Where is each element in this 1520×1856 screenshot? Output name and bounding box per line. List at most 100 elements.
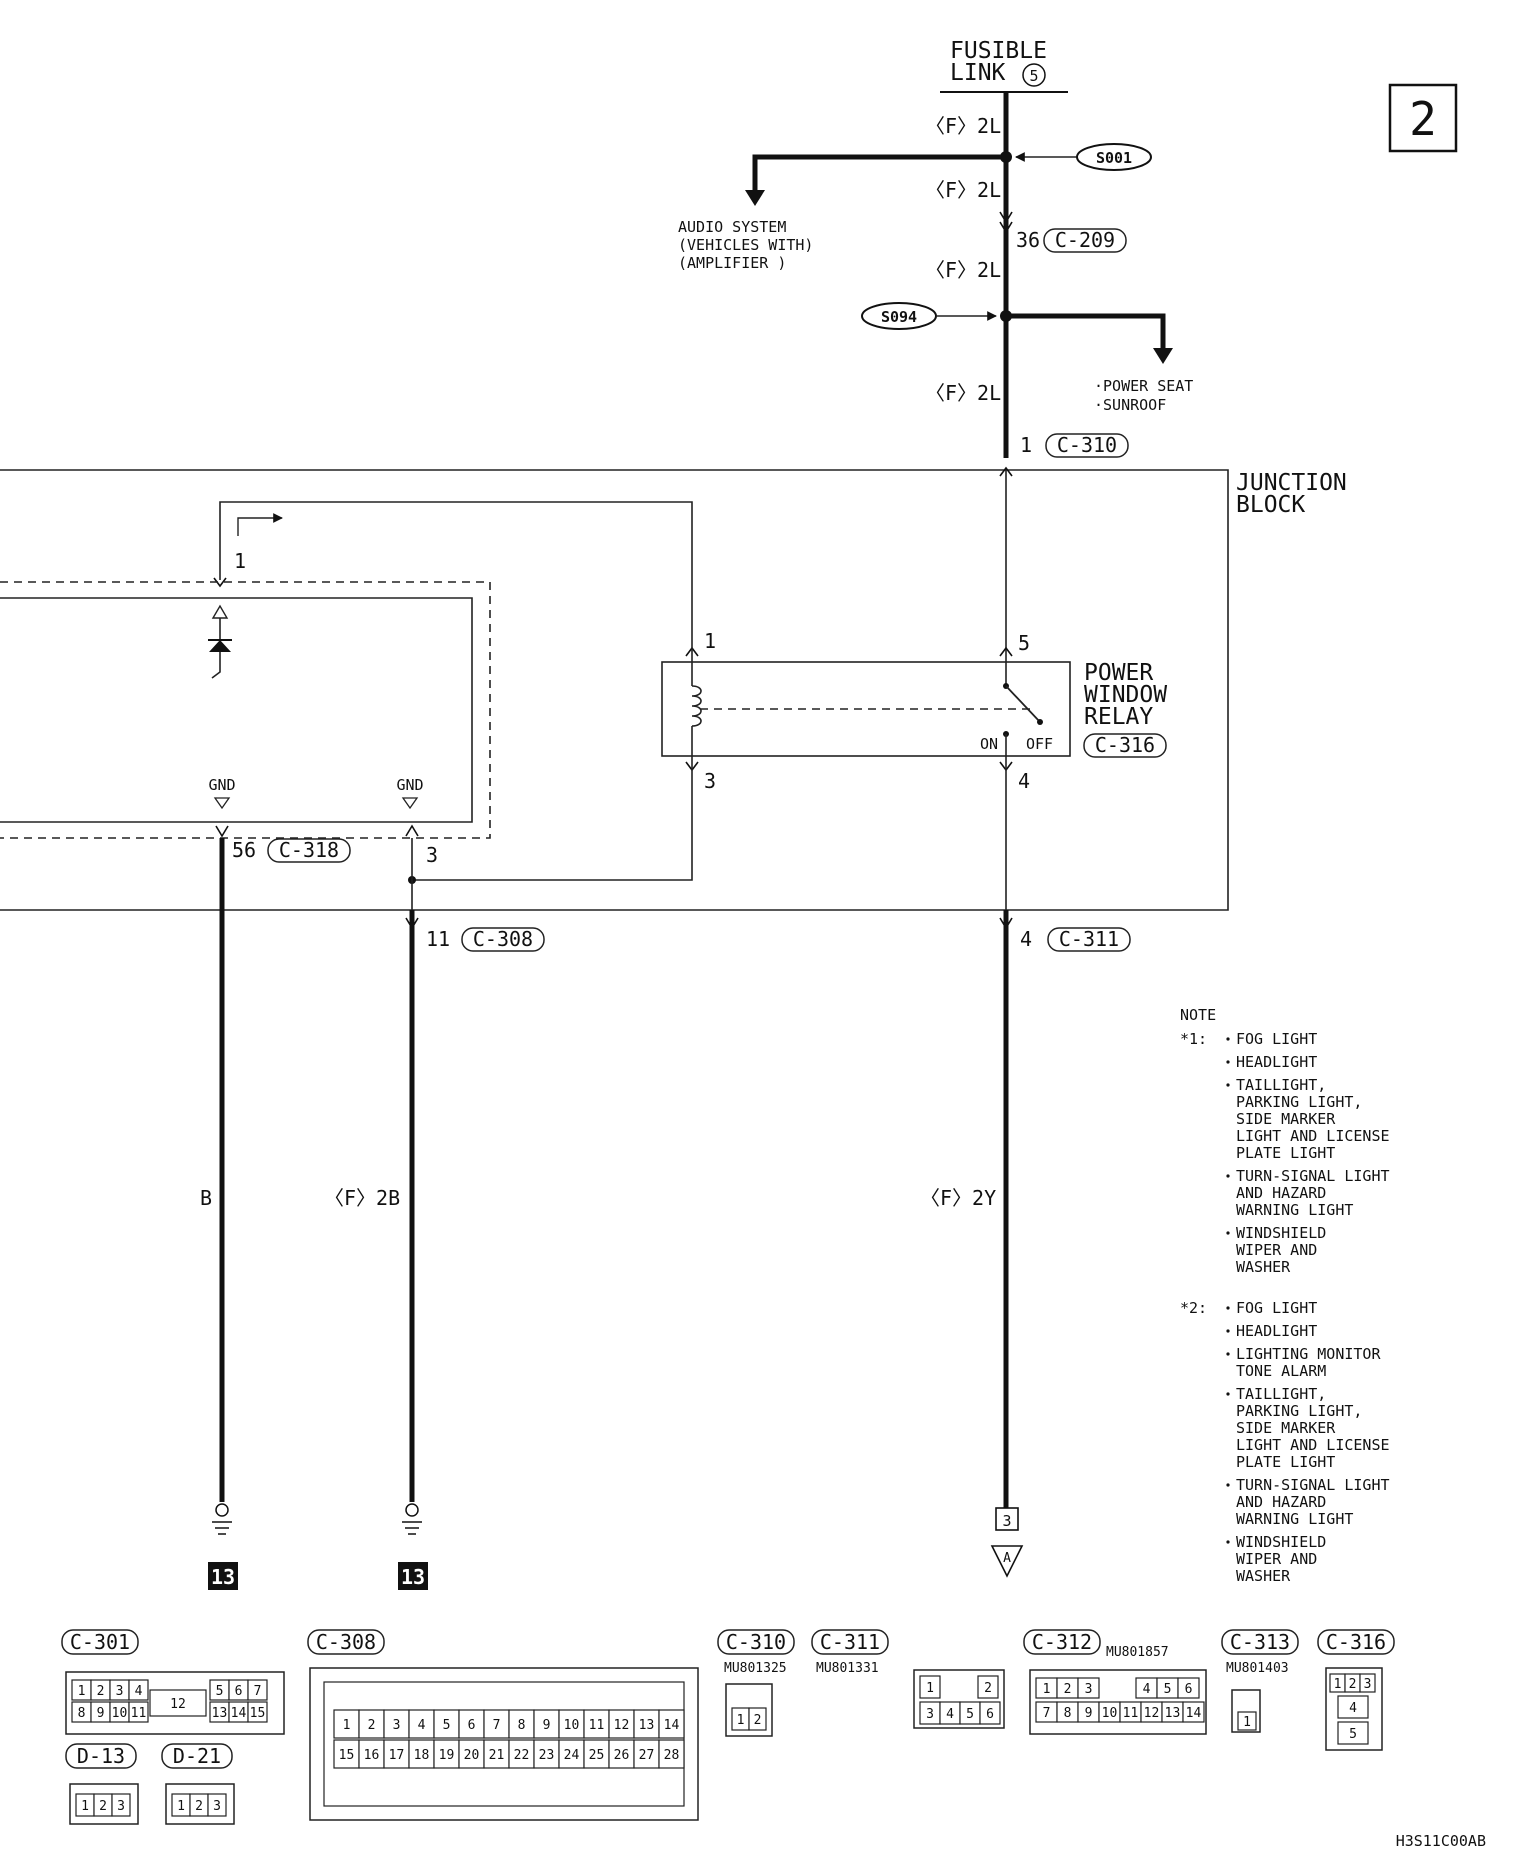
note-item: WARNING LIGHT <box>1236 1201 1353 1219</box>
d21-title-pill <box>161 1743 233 1769</box>
c316-pin-3-cell <box>1359 1673 1376 1693</box>
c308-pin-2-cell <box>358 1709 385 1739</box>
c308-pin-20: 20 <box>464 1748 480 1763</box>
c316-title-pill <box>1317 1629 1395 1655</box>
c311-pin-2: 2 <box>984 1681 992 1696</box>
note-bullet <box>1226 1060 1230 1064</box>
note-bullet <box>1226 1083 1230 1087</box>
note-item: HEADLIGHT <box>1236 1053 1317 1071</box>
c312-pin-3-cell <box>1077 1677 1100 1699</box>
c311-pin-2-cell <box>977 1675 999 1699</box>
fusible-link-label: FUSIBLE <box>950 38 1047 64</box>
c308-pin-18-cell <box>408 1739 435 1769</box>
note-item: TONE ALARM <box>1236 1362 1326 1380</box>
c308-pin-27-cell <box>633 1739 660 1769</box>
c308-pin-20-cell <box>458 1739 485 1769</box>
c318-pill <box>267 838 351 863</box>
wire-color-f2y: 〈F〉2Y <box>920 1186 996 1210</box>
c308-pin-4-cell <box>408 1709 435 1739</box>
fusible-link-label-2: LINK <box>950 60 1006 86</box>
relay-conn-label: C-316 <box>1095 733 1155 757</box>
c311-pin-6-cell <box>979 1701 1001 1725</box>
ground-point-right <box>405 1503 419 1517</box>
note-item: SIDE MARKER <box>1236 1110 1336 1128</box>
note-item: WARNING LIGHT <box>1236 1510 1353 1528</box>
c308-label: C-308 <box>473 927 533 951</box>
c316-housing <box>1325 1667 1383 1751</box>
c308-pin-3-cell <box>383 1709 410 1739</box>
d13-pin-3: 3 <box>117 1799 125 1814</box>
note-item: WASHER <box>1236 1258 1291 1276</box>
c312-pin-8: 8 <box>1064 1706 1072 1721</box>
gnd-label-left: GND <box>208 776 235 794</box>
d13-title: D-13 <box>77 1744 125 1768</box>
coil-return-wire <box>412 756 693 881</box>
c312-pin-5: 5 <box>1164 1682 1172 1697</box>
note-item: WIPER AND <box>1236 1241 1317 1259</box>
switch-off-contact <box>1037 719 1043 725</box>
note-item: HEADLIGHT <box>1236 1322 1317 1340</box>
page-number: 2 <box>1409 92 1437 146</box>
c311-pin-6: 6 <box>986 1707 994 1722</box>
note-item: FOG LIGHT <box>1236 1299 1317 1317</box>
c311-title: C-311 <box>820 1630 880 1654</box>
c308-pin-19: 19 <box>439 1748 455 1763</box>
c316-pin-5-cell <box>1337 1721 1369 1745</box>
gnd-triangle-left <box>213 797 231 810</box>
c312-pin-1: 1 <box>1043 1682 1051 1697</box>
note-bullet <box>1226 1540 1230 1544</box>
c301-pin-15: 15 <box>250 1706 266 1721</box>
relay-label: POWER <box>1084 660 1153 686</box>
diode-symbol <box>209 640 231 652</box>
c308-pin-17: 17 <box>389 1748 405 1763</box>
c313-title: C-313 <box>1230 1630 1290 1654</box>
gnd-label-right: GND <box>396 776 423 794</box>
c311-label: C-311 <box>1059 927 1119 951</box>
c308-pin-28-cell <box>658 1739 685 1769</box>
c312-pin-4: 4 <box>1143 1682 1151 1697</box>
c308-pin-4: 4 <box>418 1718 426 1733</box>
ground-ref-right: 13 <box>401 1565 425 1589</box>
c318-pin: 56 <box>232 838 256 862</box>
c310-pin-2-cell <box>748 1707 767 1731</box>
c308-pin-15-cell <box>333 1739 360 1769</box>
page-ref: 3 <box>1002 1512 1011 1530</box>
wire-color-f2l-4: 〈F〉2L <box>925 381 1001 405</box>
c301-title: C-301 <box>70 1630 130 1654</box>
wire-color-f2l-1: 〈F〉2L <box>925 114 1001 138</box>
note-bullet <box>1226 1306 1230 1310</box>
c310-pill <box>1045 433 1129 458</box>
d21-pin-1: 1 <box>177 1799 185 1814</box>
c301-pin-9: 9 <box>97 1706 105 1721</box>
c312-pin-6: 6 <box>1185 1682 1193 1697</box>
c308-pin-14: 14 <box>664 1718 680 1733</box>
c209-pin: 36 <box>1016 228 1040 252</box>
sunroof-label: ·SUNROOF <box>1094 396 1166 414</box>
c312-pin-3: 3 <box>1085 1682 1093 1697</box>
junction-block-outline <box>0 469 1229 911</box>
c310-housing <box>725 1683 773 1737</box>
c308-pin-13: 13 <box>639 1718 655 1733</box>
note-item: PLATE LIGHT <box>1236 1144 1335 1162</box>
c312-part: MU801857 <box>1106 1645 1169 1660</box>
note-item: TURN-SIGNAL LIGHT <box>1236 1167 1390 1185</box>
gnd-triangle-right <box>401 797 419 810</box>
c308-pill <box>461 927 545 952</box>
note-bullet <box>1226 1483 1230 1487</box>
c308-pin-21: 21 <box>489 1748 505 1763</box>
note-bullet <box>1226 1392 1230 1396</box>
coil-feed-wire <box>219 501 693 662</box>
c312-title: C-312 <box>1032 1630 1092 1654</box>
note-item: LIGHT AND LICENSE <box>1236 1127 1390 1145</box>
relay-pin5-mark <box>999 646 1013 657</box>
c301-pin-4: 4 <box>135 1684 143 1699</box>
c209-connector-mark <box>999 211 1013 234</box>
c313-pin-cell <box>1237 1711 1257 1731</box>
note-item: AND HAZARD <box>1236 1493 1326 1511</box>
c312-pin-14-cell <box>1182 1701 1205 1723</box>
c301-pin-12-cell <box>149 1689 207 1717</box>
